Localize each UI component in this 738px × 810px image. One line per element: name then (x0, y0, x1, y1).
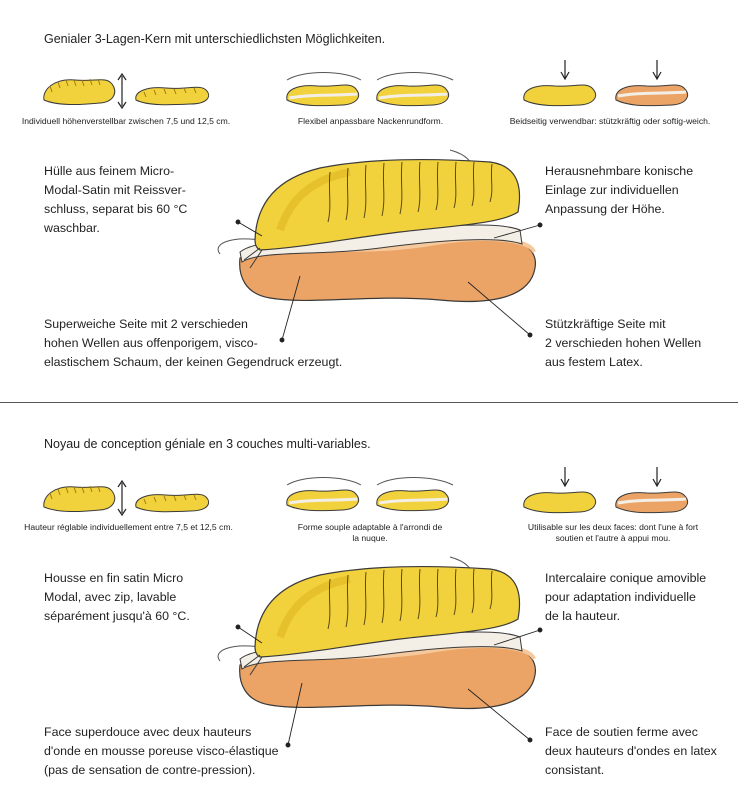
note-line: d'onde en mousse poreuse visco-élastique (44, 744, 279, 758)
note-line: Anpassung der Höhe. (545, 202, 665, 216)
note-line: de la hauteur. (545, 609, 621, 623)
note-line: (pas de sensation de contre-pression). (44, 763, 256, 777)
note-line: waschbar. (44, 221, 100, 235)
note-line: Modal, avec zip, lavable (44, 590, 177, 604)
note-line: consistant. (545, 763, 605, 777)
height-adjust-caption: Individuell höhenverstellbar zwischen 7,… (21, 116, 231, 126)
soft-side-note: Superweiche Seite mit 2 verschieden hohe… (44, 315, 342, 372)
neck-shape-icon (286, 72, 454, 107)
pillow-cutaway-illustration (217, 556, 536, 710)
neck-shape-caption: Flexibel anpassbare Nackenrundform. (297, 116, 444, 126)
note-line: Hülle aus feinem Micro- (44, 164, 175, 178)
note-line: schluss, separat bis 60 °C (44, 202, 188, 216)
firm-side-note: Stützkräftige Seite mit 2 verschieden ho… (545, 315, 701, 372)
section-heading: Genialer 3-Lagen-Kern mit unterschiedlic… (44, 32, 386, 46)
section-french: Noyau de conception géniale en 3 couches… (0, 405, 738, 810)
section-heading: Noyau de conception géniale en 3 couches… (44, 437, 371, 451)
note-line: Housse en fin satin Micro (44, 571, 184, 585)
reversible-caption: Utilisable sur les deux faces: dont l'un… (498, 522, 728, 544)
reversible-caption: Beidseitig verwendbar: stützkräftig oder… (509, 116, 711, 126)
note-line: Face superdouce avec deux hauteurs (44, 725, 252, 739)
caption-line: Forme souple adaptable à l'arrondi de (297, 522, 443, 532)
reversible-icon (523, 467, 688, 514)
note-line: Einlage zur individuellen (545, 183, 679, 197)
height-adjust-icon (43, 72, 210, 110)
note-line: Stützkräftige Seite mit (545, 317, 666, 331)
cover-note: Hülle aus feinem Micro- Modal-Satin mit … (44, 162, 187, 238)
note-line: séparément jusqu'à 60 °C. (44, 609, 190, 623)
insert-note: Intercalaire conique amovible pour adapt… (545, 569, 706, 626)
height-adjust-caption: Hauteur réglable individuellement entre … (24, 522, 233, 532)
firm-side-note: Face de soutien ferme avec deux hauteurs… (545, 723, 717, 780)
neck-shape-caption: Forme souple adaptable à l'arrondi de la… (280, 522, 460, 544)
soft-side-note: Face superdouce avec deux hauteurs d'ond… (44, 723, 279, 780)
caption-line: la nuque. (352, 533, 388, 543)
insert-note: Herausnehmbare konische Einlage zur indi… (545, 162, 693, 219)
note-line: Face de soutien ferme avec (545, 725, 698, 739)
caption-line: soutien et l'autre à appui mou. (555, 533, 671, 543)
neck-shape-icon (286, 477, 454, 512)
reversible-icon (523, 60, 688, 107)
note-line: Intercalaire conique amovible (545, 571, 707, 585)
note-line: hohen Wellen aus offenporigem, visco- (44, 336, 258, 350)
note-line: pour adaptation individuelle (545, 590, 696, 604)
cover-note: Housse en fin satin Micro Modal, avec zi… (44, 569, 190, 626)
note-line: Herausnehmbare konische (545, 164, 694, 178)
note-line: Modal-Satin mit Reissver- (44, 183, 186, 197)
pointer-lines (235, 624, 543, 748)
note-line: Superweiche Seite mit 2 verschieden (44, 317, 248, 331)
note-line: elastischem Schaum, der keinen Gegendruc… (44, 355, 343, 369)
section-german: Genialer 3-Lagen-Kern mit unterschiedlic… (0, 0, 738, 402)
note-line: aus festem Latex. (545, 355, 643, 369)
note-line: deux hauteurs d'ondes en latex (545, 744, 717, 758)
caption-line: Utilisable sur les deux faces: dont l'un… (527, 522, 699, 532)
section-divider (0, 402, 738, 403)
pointer-lines (235, 219, 543, 343)
note-line: 2 verschieden hohen Wellen (545, 336, 702, 350)
pillow-cutaway-illustration (217, 149, 536, 303)
height-adjust-icon (43, 479, 210, 517)
